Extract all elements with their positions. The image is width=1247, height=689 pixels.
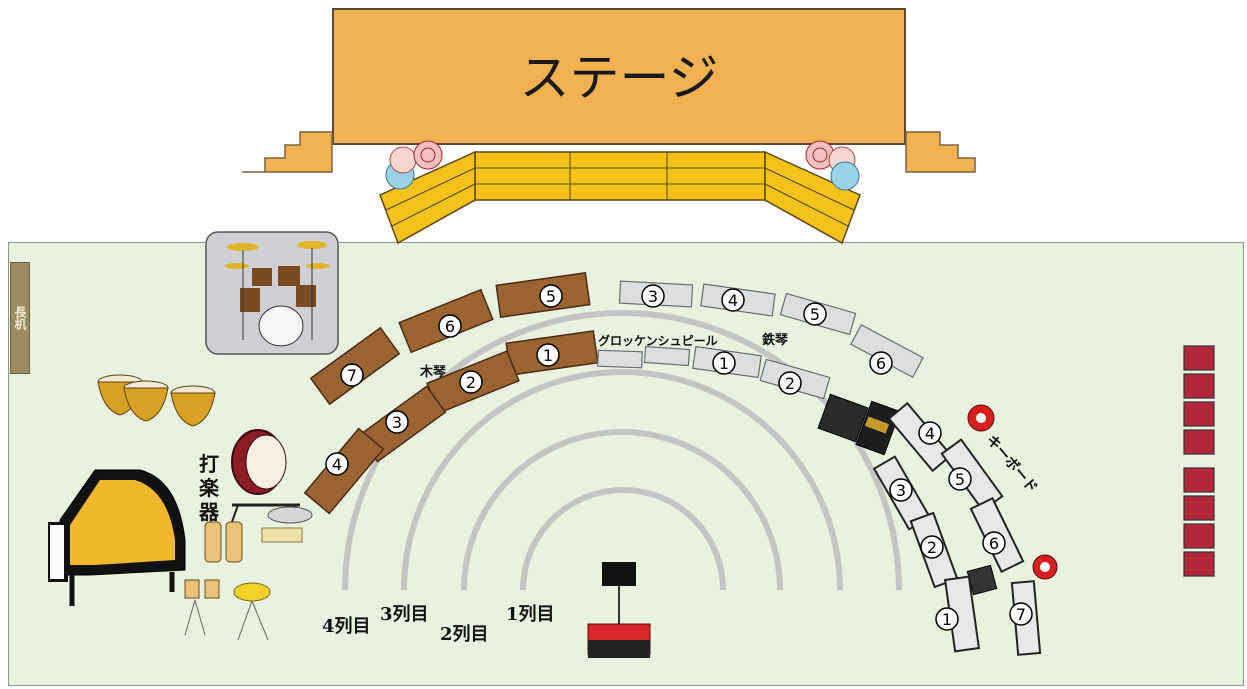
xylophone-number-markers: 5 6 7 1 2 3 4	[325, 284, 563, 476]
bass-drum	[231, 429, 301, 523]
xylophone-group	[303, 272, 599, 515]
marker-xylo-4: 4	[325, 452, 349, 476]
small-percussion	[184, 506, 313, 641]
cable-reels	[967, 404, 1058, 580]
svg-text:5: 5	[546, 287, 556, 306]
marker-xylo-6: 6	[438, 314, 462, 338]
drum-kit	[205, 231, 339, 355]
svg-text:2: 2	[785, 374, 795, 393]
svg-text:1: 1	[942, 610, 952, 629]
marker-kb-6: 6	[982, 531, 1006, 555]
marker-metal-1: 1	[712, 351, 736, 375]
marker-kb-3: 3	[889, 478, 913, 502]
svg-text:7: 7	[347, 366, 357, 385]
marker-xylo-7: 7	[340, 363, 364, 387]
svg-text:6: 6	[989, 534, 999, 553]
metallophone-label: 鉄琴	[762, 332, 789, 348]
svg-text:1: 1	[719, 354, 729, 373]
svg-text:3: 3	[896, 481, 906, 500]
marker-xylo-1: 1	[536, 343, 560, 367]
amplifiers	[817, 393, 998, 596]
stage-steps-left	[242, 131, 333, 173]
svg-text:4: 4	[728, 291, 738, 310]
marker-kb-7: 7	[1009, 602, 1033, 626]
svg-text:4: 4	[925, 424, 935, 443]
glock-lower-a	[597, 349, 643, 369]
stage-steps-right	[905, 131, 976, 173]
marker-glock-5: 5	[803, 302, 827, 326]
marker-xylo-5: 5	[539, 284, 563, 308]
svg-text:4: 4	[332, 455, 342, 474]
marker-kb-1: 1	[935, 607, 959, 631]
marker-glock-6: 6	[869, 351, 893, 375]
row-label-2: 2列目	[440, 624, 489, 645]
marker-xylo-3: 3	[385, 410, 409, 434]
row-label-1: 1列目	[506, 604, 555, 625]
grand-piano	[48, 469, 186, 606]
marker-kb-5: 5	[948, 467, 972, 491]
timpani	[97, 374, 216, 427]
glockenspiel-label: グロッケンシュピール	[598, 333, 718, 348]
svg-text:7: 7	[1016, 605, 1026, 624]
svg-text:5: 5	[810, 305, 820, 324]
stage	[332, 8, 906, 145]
stage-label: ステージ	[519, 49, 719, 107]
svg-text:1: 1	[543, 346, 553, 365]
glockenspiel-number-markers: 3 4 5 6	[641, 284, 893, 375]
marker-glock-4: 4	[721, 288, 745, 312]
svg-text:3: 3	[648, 287, 658, 306]
row-arc-2	[461, 429, 783, 591]
marker-xylo-2: 2	[459, 370, 483, 394]
marker-kb-2: 2	[920, 535, 944, 559]
svg-text:6: 6	[445, 317, 455, 336]
riser	[379, 150, 861, 245]
keyboard-number-markers: 4 3 2 1 5 6 7	[889, 421, 1033, 631]
glock-lower-b	[643, 345, 691, 367]
conductor-podium	[587, 562, 651, 658]
svg-text:3: 3	[392, 413, 402, 432]
marker-metal-2: 2	[778, 371, 802, 395]
svg-text:5: 5	[955, 470, 965, 489]
marker-glock-3: 3	[641, 284, 665, 308]
accordion-rack	[1183, 345, 1215, 577]
long-table-label: 長机	[10, 262, 30, 374]
metallophone-number-markers: 1 2	[712, 351, 802, 395]
row-arc-3	[401, 369, 843, 591]
row-label-4: 4列目	[322, 616, 371, 637]
percussion-label: 打楽器	[199, 452, 219, 524]
row-label-3: 3列目	[380, 604, 429, 625]
row-arc-1	[520, 487, 726, 591]
flower-decoration-left	[385, 140, 443, 190]
xylophone-label: 木琴	[419, 364, 447, 380]
svg-text:2: 2	[927, 538, 937, 557]
svg-text:6: 6	[876, 354, 886, 373]
svg-text:2: 2	[466, 373, 476, 392]
marker-kb-4: 4	[918, 421, 942, 445]
flower-decoration-right	[805, 140, 860, 191]
